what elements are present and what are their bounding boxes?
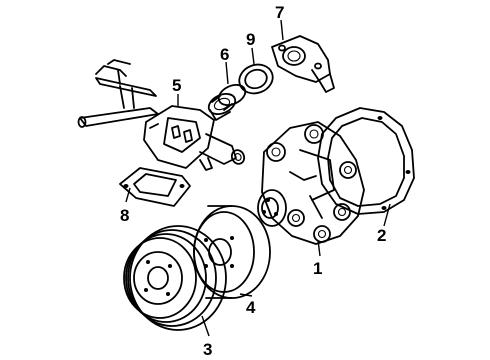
thermostat [207, 84, 247, 121]
water-outlet-pipe-assembly [77, 59, 246, 171]
leader-lines [125, 19, 391, 337]
callout-3: 3 [203, 340, 212, 359]
callout-8: 8 [120, 206, 129, 225]
callout-5: 5 [172, 76, 181, 95]
outlet-gasket [119, 167, 191, 207]
callout-1: 1 [313, 259, 322, 278]
thermostat-housing [271, 35, 335, 93]
housing-gasket [238, 63, 274, 95]
callout-9: 9 [246, 30, 255, 49]
callout-4: 4 [246, 298, 256, 317]
callout-6: 6 [220, 45, 229, 64]
fan-pulley [123, 225, 227, 331]
water-pump [257, 121, 365, 245]
callout-7: 7 [275, 3, 284, 22]
pump-gasket [317, 107, 415, 215]
callout-2: 2 [377, 226, 386, 245]
